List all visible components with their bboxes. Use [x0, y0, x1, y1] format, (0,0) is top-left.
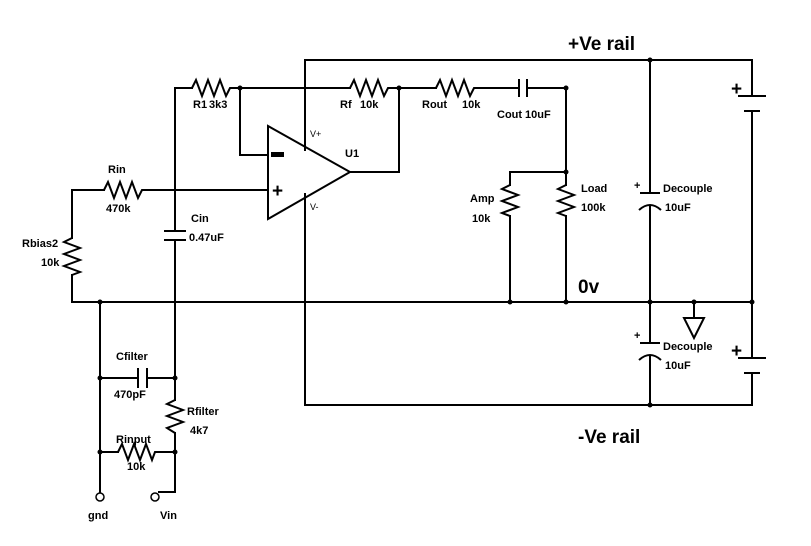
cin-value: 0.47uF: [189, 232, 224, 244]
rbias2-value: 10k: [41, 257, 60, 269]
opamp-inverting-sign: [271, 152, 284, 157]
battery-positive: +: [731, 79, 766, 112]
r1-resistor: [191, 77, 233, 99]
gnd-terminal-label: gnd: [88, 510, 108, 522]
rbias2-name: Rbias2: [22, 238, 58, 250]
vin-terminal: [150, 492, 160, 502]
vin-terminal-label: Vin: [160, 510, 177, 522]
rbias2-resistor: [61, 237, 83, 276]
opamp-noninverting-sign: +: [272, 181, 283, 202]
amp-value: 10k: [472, 213, 491, 225]
load-resistor: [555, 184, 577, 217]
rf-resistor: [349, 77, 390, 99]
cin-name: Cin: [191, 213, 209, 225]
amp-resistor: [499, 184, 521, 217]
decouple2-value: 10uF: [665, 360, 691, 372]
ground-symbol: [682, 317, 706, 341]
load-value: 100k: [581, 202, 606, 214]
rf-value: 10k: [360, 99, 379, 111]
signal-wires: [71, 87, 695, 493]
opamp-vplus-label: V+: [310, 129, 321, 139]
decouple1-value: 10uF: [665, 202, 691, 214]
junction-dots: [97, 57, 755, 455]
rout-value: 10k: [462, 99, 481, 111]
rout-name: Rout: [422, 99, 447, 111]
decouple1-name: Decouple: [663, 183, 713, 195]
rin-resistor: [103, 179, 144, 201]
cin-capacitor: [164, 230, 186, 241]
cfilter-name: Cfilter: [116, 351, 149, 363]
decouple2-plus: +: [634, 330, 640, 342]
rinput-resistor: [117, 441, 157, 463]
ground-rail-label: 0v: [578, 277, 600, 298]
rin-value: 470k: [106, 203, 131, 215]
decouple1-plus: +: [634, 180, 640, 192]
decouple2-name: Decouple: [663, 341, 713, 353]
rfilter-name: Rfilter: [187, 406, 220, 418]
rinput-name: Rinput: [116, 434, 151, 446]
positive-rail-label: +Ve rail: [568, 34, 635, 55]
battery-negative-plus: +: [731, 341, 742, 362]
cfilter-value: 470pF: [114, 389, 146, 401]
cout-name: Cout: [497, 109, 522, 121]
opamp-u1: + V+ V- U1: [267, 124, 359, 221]
decouple1-capacitor: +: [634, 180, 662, 211]
opamp-ref-label: U1: [345, 148, 359, 160]
battery-positive-plus: +: [731, 79, 742, 100]
rfilter-resistor: [164, 399, 186, 434]
cfilter-capacitor: [137, 368, 148, 388]
rail-wires: [71, 59, 753, 406]
load-name: Load: [581, 183, 607, 195]
rin-name: Rin: [108, 164, 126, 176]
rfilter-value: 4k7: [190, 425, 208, 437]
negative-rail-label: -Ve rail: [578, 427, 640, 448]
rout-resistor: [435, 77, 476, 99]
decouple2-capacitor: +: [634, 330, 662, 361]
battery-negative: +: [731, 341, 766, 374]
opamp-vminus-label: V-: [310, 202, 319, 212]
cout-capacitor: [518, 79, 528, 97]
amp-name: Amp: [470, 193, 495, 205]
rf-name: Rf: [340, 99, 352, 111]
rinput-value: 10k: [127, 461, 146, 473]
r1-name: R1: [193, 99, 207, 111]
r1-value: 3k3: [209, 99, 227, 111]
cout-value: 10uF: [525, 109, 551, 121]
gnd-terminal: [95, 492, 105, 502]
